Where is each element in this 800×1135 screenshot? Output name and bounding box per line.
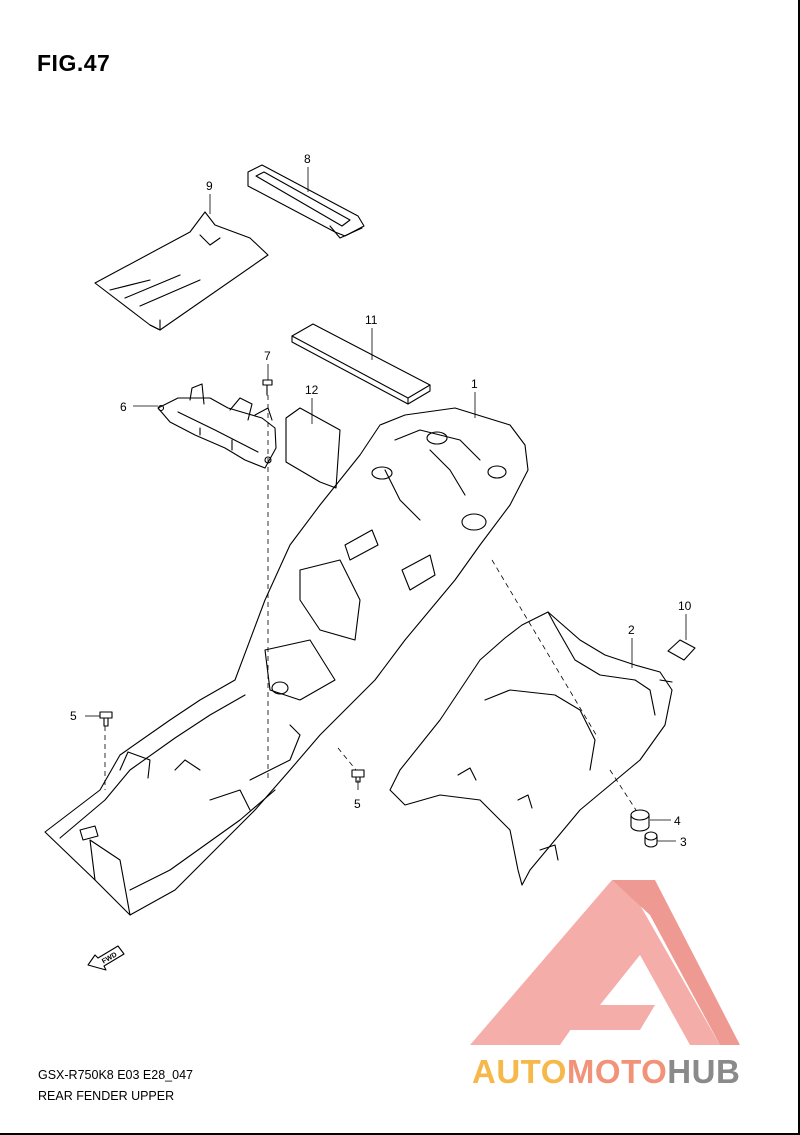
part-label-5-left: 5	[70, 709, 77, 723]
grommet-part	[630, 809, 650, 832]
figure-code: GSX-R750K8 E03 E28_047	[38, 1068, 193, 1082]
part-label-11: 11	[365, 313, 378, 327]
watermark-auto: AUTO	[472, 1053, 567, 1090]
strap-part	[247, 164, 365, 239]
leader-lines	[85, 167, 687, 842]
part-label-8: 8	[304, 152, 311, 166]
watermark-text: AUTOMOTOHUB	[472, 1053, 740, 1091]
pad-part	[291, 323, 431, 405]
bolt-part-left	[99, 711, 113, 727]
label-sheet-part	[285, 407, 341, 489]
pad-10-part	[667, 639, 696, 661]
part-label-2: 2	[628, 623, 635, 637]
watermark-moto: MOTO	[566, 1053, 668, 1090]
fwd-arrow-icon	[87, 945, 125, 971]
part-label-3: 3	[680, 835, 687, 849]
figure-description: REAR FENDER UPPER	[38, 1089, 175, 1103]
watermark-hub: HUB	[667, 1053, 741, 1090]
tool-bag-part	[94, 211, 269, 331]
part-label-6: 6	[120, 400, 127, 414]
part-label-7: 7	[264, 349, 271, 363]
rear-fender-main	[44, 407, 529, 916]
watermark-logo	[470, 880, 740, 1045]
part-label-5-right: 5	[354, 797, 361, 811]
nut-part	[644, 831, 658, 848]
figure-title: FIG.47	[37, 50, 111, 76]
fwd-arrow-label: FWD	[101, 951, 118, 965]
side-cover-part	[389, 611, 673, 886]
screw-part	[262, 379, 273, 396]
bracket-part	[157, 383, 277, 469]
part-label-10: 10	[678, 599, 692, 613]
part-label-1: 1	[471, 377, 478, 391]
part-label-12: 12	[305, 383, 319, 397]
part-label-4: 4	[674, 814, 681, 828]
assembly-lines	[104, 395, 637, 811]
part-label-9: 9	[206, 179, 213, 193]
